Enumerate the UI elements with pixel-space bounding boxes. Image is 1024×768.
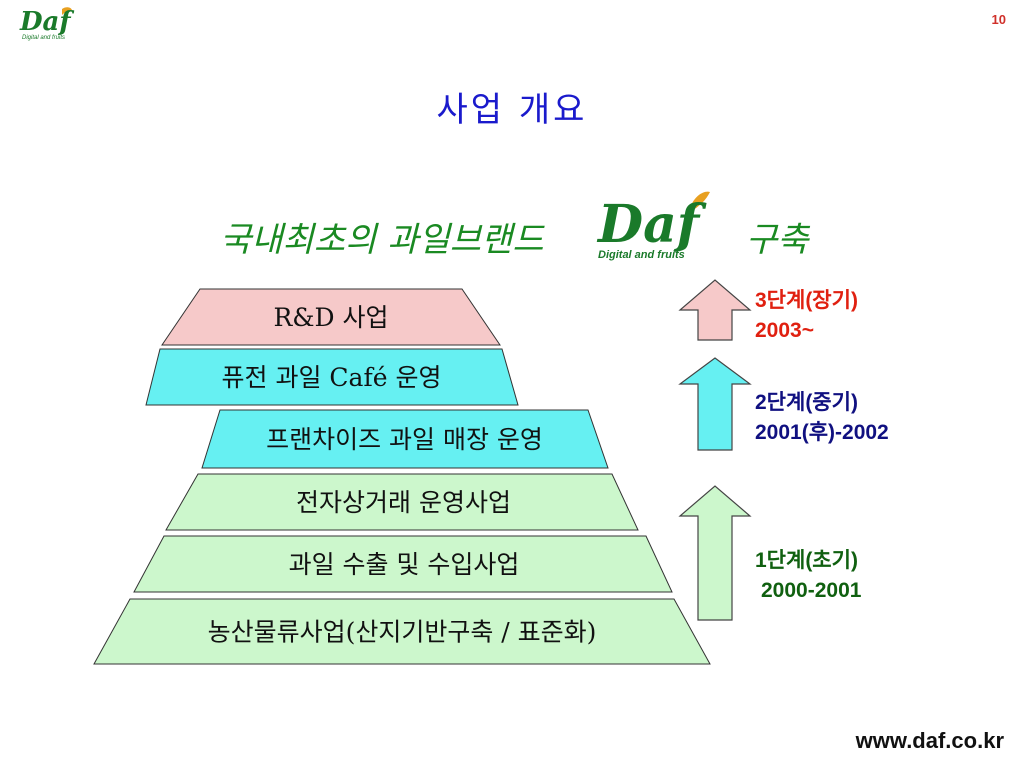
pyramid-tier-label-1: R&D 사업 <box>273 303 388 332</box>
stage-arrows <box>678 279 752 621</box>
stage-3-name: 3단계(장기) <box>755 289 858 312</box>
slide-title: 사업 개요 <box>436 90 588 130</box>
stage-1-name: 1단계(초기) <box>755 549 858 572</box>
pyramid-tier-6 <box>93 598 711 665</box>
pyramid-tier-label-5: 과일 수출 및 수입사업 <box>289 550 520 579</box>
logo-text-small: Daf <box>19 7 74 37</box>
footer-url: www.daf.co.kr <box>855 728 1004 753</box>
pyramid-tier-label-4: 전자상거래 운영사업 <box>296 488 511 517</box>
stage-2-label: 2단계(중기) 2001(후)-2002 <box>755 388 889 448</box>
stage-3-label: 3단계(장기) 2003~ <box>755 286 858 346</box>
pyramid-tier-3 <box>201 409 609 469</box>
brand-logo: Daf Digital and fruits <box>596 191 710 261</box>
stage-2-arrow <box>678 357 752 451</box>
pyramid-tier-5 <box>133 535 673 593</box>
logo-tagline-small: Digital and fruits <box>22 35 65 41</box>
pyramid-tier-label-2: 퓨전 과일 Café 운영 <box>222 363 442 392</box>
stage-2-years: 2001(후)-2002 <box>755 421 889 444</box>
logo-text: Daf <box>596 194 707 255</box>
stage-3-arrow <box>678 279 752 341</box>
logo-leaf-icon <box>62 7 72 15</box>
logo-tagline: Digital and fruits <box>598 249 685 261</box>
brand-logo-small: Daf Digital and fruits <box>19 7 74 41</box>
subtitle-prefix: 국내최초의 과일브랜드 <box>220 220 544 260</box>
pyramid-tier-2 <box>145 348 519 406</box>
stage-1-label: 1단계(초기) 2000-2001 <box>755 546 861 606</box>
subtitle-suffix: 구축 <box>746 220 809 260</box>
pyramid-tier-1 <box>161 288 501 346</box>
pyramid-tier-label-6: 농산물류사업(산지기반구축 / 표준화) <box>208 618 597 647</box>
stage-3-years: 2003~ <box>755 319 814 342</box>
pyramid-tier-4 <box>165 473 639 531</box>
stage-1-arrow <box>678 485 752 621</box>
page-number: 10 <box>991 12 1006 27</box>
stage-1-years: 2000-2001 <box>761 579 862 602</box>
stage-2-name: 2단계(중기) <box>755 391 858 414</box>
pyramid-tier-label-3: 프랜차이즈 과일 매장 운영 <box>266 425 543 454</box>
logo-leaf-icon <box>690 191 710 212</box>
